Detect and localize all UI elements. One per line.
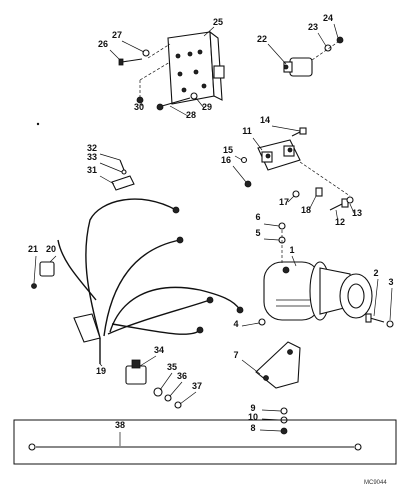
washer-part-9: [280, 407, 288, 415]
cable-inset-box: [13, 419, 397, 465]
callout-34: 34: [154, 345, 164, 355]
callout-35: 35: [167, 362, 177, 372]
screw-part-26: [118, 58, 143, 66]
clamp-part-31: [111, 175, 135, 191]
washer-part-33: [121, 169, 127, 175]
callout-18: 18: [301, 205, 311, 215]
callout-19: 19: [96, 366, 106, 376]
nut-part-6: [278, 222, 286, 230]
nut-part-8: [280, 427, 288, 435]
callout-2: 2: [373, 268, 378, 278]
nut-part-17: [292, 190, 300, 198]
washer-part-29: [190, 92, 198, 100]
callout-11: 11: [242, 126, 252, 136]
switch-part-34: [125, 359, 147, 385]
bolt-part-28: [156, 97, 191, 111]
callout-27: 27: [112, 30, 122, 40]
callout-20: 20: [46, 244, 56, 254]
drawing-code: MC9044: [364, 480, 387, 486]
callout-24: 24: [323, 13, 333, 23]
callout-32: 32: [87, 143, 97, 153]
callout-21: 21: [28, 244, 38, 254]
washer-part-15: [240, 156, 248, 164]
nut-part-30: [136, 96, 144, 104]
callout-26: 26: [98, 39, 108, 49]
sender-part-22: [283, 57, 313, 77]
screw-part-21: [31, 283, 37, 289]
leader-lines: [33, 23, 393, 432]
nut-part-24: [336, 36, 344, 44]
washer-part-27: [142, 49, 150, 57]
callout-22: 22: [257, 34, 267, 44]
nut-part-16: [244, 180, 252, 188]
screw-part-14: [291, 127, 307, 137]
nut-part-3: [386, 320, 394, 328]
nut-part-36: [164, 394, 172, 402]
starter-motor-part-1: [263, 261, 373, 321]
bracket-part-7: [255, 341, 301, 389]
screw-part-32: [119, 159, 125, 171]
callout-1: 1: [289, 245, 294, 255]
callout-16: 16: [221, 155, 231, 165]
callout-15: 15: [223, 145, 233, 155]
nut-part-4: [258, 318, 266, 326]
callout-10: 10: [248, 412, 258, 422]
wiring-harness-part-19: [57, 198, 244, 364]
callout-31: 31: [87, 165, 97, 175]
callout-13: 13: [352, 208, 362, 218]
callout-29: 29: [202, 102, 212, 112]
solenoid-part-11: [257, 139, 301, 171]
callout-labels: 1234567891011121314151617181920212223242…: [28, 13, 394, 433]
callout-38: 38: [115, 420, 125, 430]
callout-23: 23: [308, 22, 318, 32]
callout-14: 14: [260, 115, 270, 125]
callout-28: 28: [186, 110, 196, 120]
screw-part-18: [315, 187, 323, 197]
callout-3: 3: [388, 277, 393, 287]
callout-17: 17: [279, 197, 289, 207]
bolt-part-12: [329, 198, 349, 211]
bolt-part-2: [365, 313, 385, 323]
callout-9: 9: [250, 403, 255, 413]
callout-7: 7: [233, 350, 238, 360]
nut-part-13: [346, 196, 354, 204]
callout-30: 30: [134, 102, 144, 112]
callout-5: 5: [255, 228, 260, 238]
cap-part-37: [174, 401, 182, 409]
relay-box-part-25: [167, 30, 225, 105]
callout-8: 8: [250, 423, 255, 433]
callout-36: 36: [177, 371, 187, 381]
callout-6: 6: [255, 212, 260, 222]
callout-4: 4: [233, 319, 238, 329]
callout-25: 25: [213, 17, 223, 27]
callout-12: 12: [335, 217, 345, 227]
callout-33: 33: [87, 152, 97, 162]
washer-part-23: [324, 44, 332, 52]
callout-37: 37: [192, 381, 202, 391]
connector-part-20: [39, 261, 55, 277]
